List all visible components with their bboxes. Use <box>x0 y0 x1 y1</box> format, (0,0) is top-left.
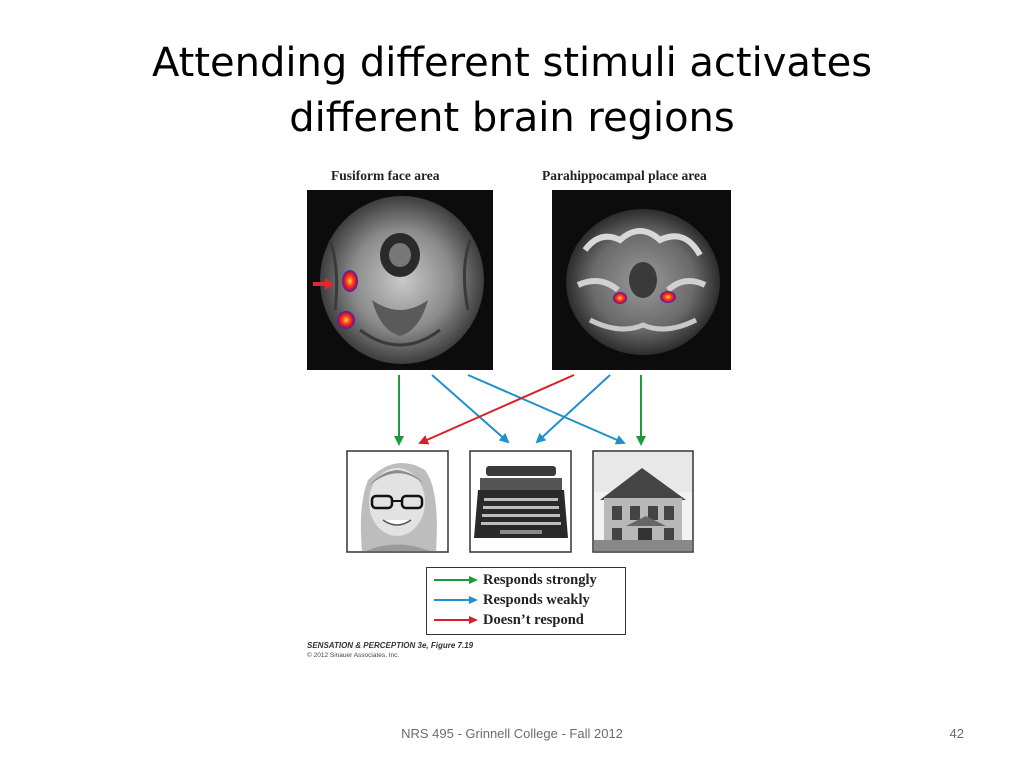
title-line-2: different brain regions <box>289 95 735 141</box>
slide-number: 42 <box>949 726 964 741</box>
legend-label-none: Doesn’t respond <box>483 611 584 628</box>
typewriter-photo <box>469 450 572 553</box>
legend: Responds strongly Responds weakly Doesn’… <box>426 567 626 635</box>
figure-copyright: © 2012 Sinauer Associates, Inc. <box>307 652 400 659</box>
house-photo <box>592 450 694 553</box>
arrow-ffa-to-house <box>467 374 626 445</box>
green-arrow-icon <box>434 576 478 584</box>
blue-arrow-icon <box>434 596 478 604</box>
arrow-ffa-to-typewriter <box>431 374 510 444</box>
legend-item-weak: Responds weakly <box>433 591 590 609</box>
fusiform-scan-image <box>307 190 493 370</box>
parahippocampal-scan-image <box>552 190 731 370</box>
fusiform-face-area-label: Fusiform face area <box>331 168 440 183</box>
figure-caption: SENSATION & PERCEPTION 3e, Figure 7.19 <box>307 641 474 650</box>
title-line-1: Attending different stimuli activates <box>151 40 873 86</box>
slide-footer: NRS 495 - Grinnell College - Fall 2012 <box>401 726 623 741</box>
arrow-ppa-to-face <box>418 374 575 445</box>
red-arrow-icon <box>434 616 478 624</box>
arrow-ppa-to-typewriter <box>535 374 611 444</box>
legend-item-none: Doesn’t respond <box>433 611 584 629</box>
slide-title: Attending different stimuli activates di… <box>60 36 964 146</box>
face-photo <box>346 450 449 553</box>
legend-item-strong: Responds strongly <box>433 571 597 589</box>
legend-label-weak: Responds weakly <box>483 591 590 608</box>
parahippocampal-place-area-label: Parahippocampal place area <box>542 168 707 183</box>
legend-label-strong: Responds strongly <box>483 571 597 588</box>
